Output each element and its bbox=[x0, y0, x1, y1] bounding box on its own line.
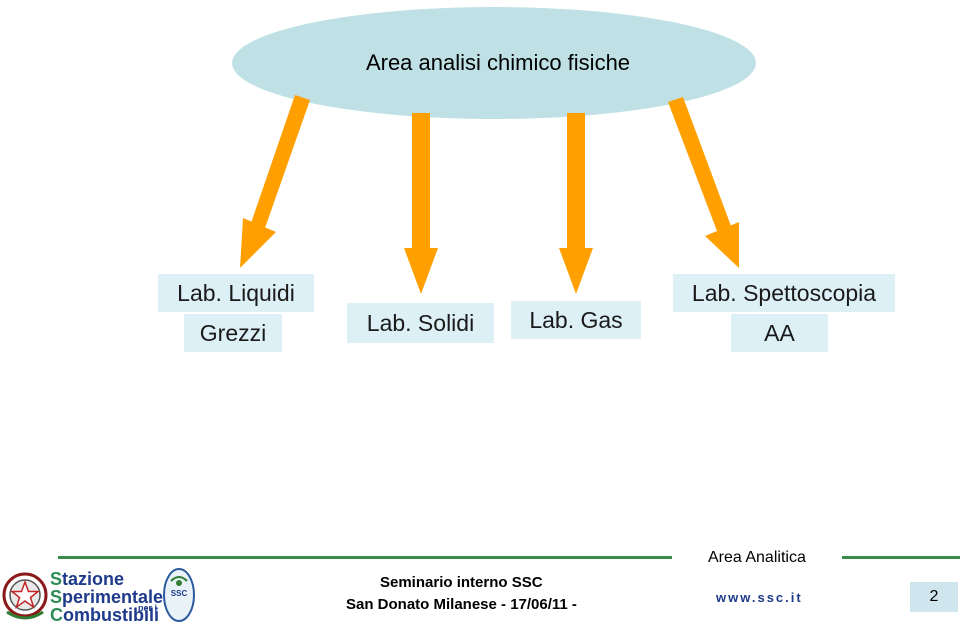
root-ellipse bbox=[232, 7, 756, 119]
logo-per-i: per i bbox=[138, 603, 158, 613]
arrow-to-liquidi bbox=[240, 95, 310, 268]
logo-line3-rest: ombustibili bbox=[63, 605, 159, 625]
ssc-seal-icon bbox=[163, 568, 195, 622]
footer-section-label: Area Analitica bbox=[708, 549, 806, 566]
logo-line1-rest: tazione bbox=[62, 569, 125, 589]
logo-line-sperimentale: Sperimentale bbox=[50, 588, 163, 606]
logo-line1-initial: S bbox=[50, 569, 63, 589]
ssc-seal-text: SSC bbox=[170, 589, 188, 598]
emblem-icon bbox=[2, 572, 48, 620]
footer-rule-left bbox=[58, 556, 672, 559]
arrow-to-gas bbox=[559, 113, 593, 294]
footer-location-date: San Donato Milanese - 17/06/11 - bbox=[346, 596, 577, 613]
page-number-box: 2 bbox=[910, 582, 958, 612]
footer-seminar: Seminario interno SSC bbox=[380, 574, 543, 591]
root-label: Area analisi chimico fisiche bbox=[365, 50, 631, 75]
arrow-to-solidi bbox=[404, 113, 438, 294]
node-liquidi-line1: Lab. Liquidi bbox=[158, 274, 314, 312]
logo-line-combustibili: Combustibili bbox=[50, 606, 159, 624]
page-number: 2 bbox=[929, 588, 939, 605]
node-spettoscopia-line1: Lab. Spettoscopia bbox=[673, 274, 895, 312]
node-solidi: Lab. Solidi bbox=[347, 303, 494, 343]
node-liquidi-line2: Grezzi bbox=[184, 314, 282, 352]
node-spettoscopia-line2: AA bbox=[731, 314, 828, 352]
arrow-to-spettoscopia bbox=[668, 97, 739, 268]
logo-line2-initial: S bbox=[50, 587, 63, 607]
logo-line2-rest: perimentale bbox=[62, 587, 164, 607]
footer-rule-right bbox=[842, 556, 960, 559]
logo-line3-initial: C bbox=[50, 605, 63, 625]
node-gas: Lab. Gas bbox=[511, 301, 641, 339]
logo-line-stazione: Stazione bbox=[50, 570, 124, 588]
footer-website: www.ssc.it bbox=[716, 590, 803, 605]
